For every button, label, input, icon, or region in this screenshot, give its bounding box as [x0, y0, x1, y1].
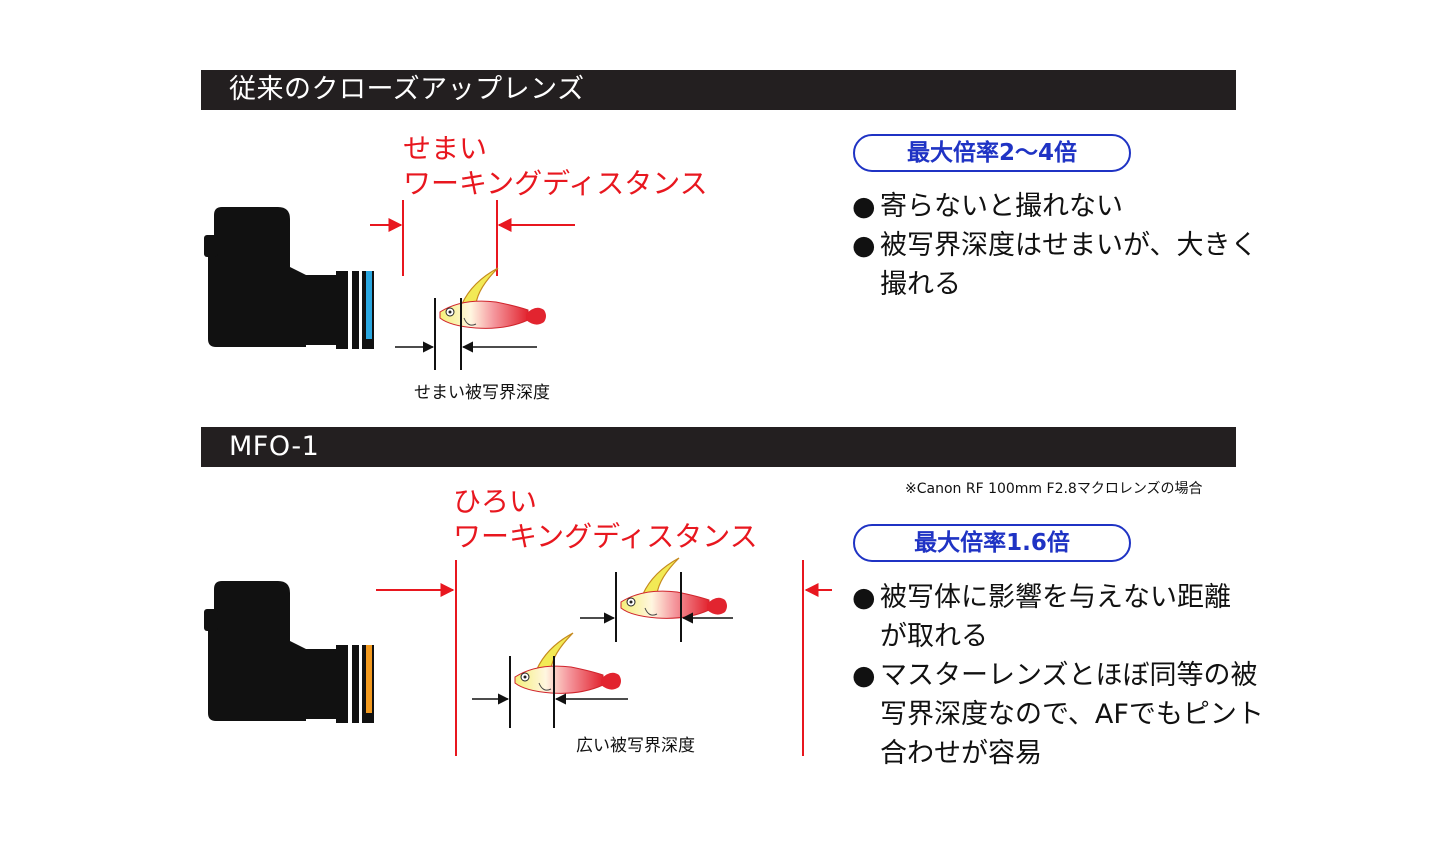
- section-2-bullet-list: ● 被写体に影響を与えない距離 が取れる ● マスターレンズとほぼ同等の被 写界…: [852, 578, 1264, 773]
- section-1-bullet-2: ● 被写界深度はせまいが、大きく 撮れる: [852, 226, 1257, 304]
- camera-icon-section-1: [204, 207, 374, 349]
- section-1-depth-caption: せまい被写界深度: [414, 383, 550, 403]
- section-2-bullet-1: ● 被写体に影響を与えない距離 が取れる: [852, 578, 1264, 656]
- section-2-distance-label: ひろい ワーキングディスタンス: [453, 484, 758, 554]
- bullet-marker: ●: [852, 660, 876, 691]
- fish-icon-section-2-upper: [620, 557, 728, 619]
- camera-icon-section-2: [204, 581, 374, 723]
- bullet-text: マスターレンズとほぼ同等の被 写界深度なので、AFでもピント 合わせが容易: [880, 660, 1264, 769]
- section-2-distance-label-line-1: ひろい: [453, 485, 538, 518]
- section-2-lens-band: [366, 645, 372, 713]
- bullet-marker: ●: [852, 582, 876, 613]
- section-1-distance-label: せまい ワーキングディスタンス: [403, 131, 708, 201]
- bullet-text: 被写界深度はせまいが、大きく 撮れる: [880, 230, 1258, 300]
- section-2-depth-caption: 広い被写界深度: [576, 736, 695, 756]
- fish-icon-section-2-lower: [514, 632, 622, 694]
- section-1-heading-bar: 従来のクローズアップレンズ: [201, 70, 1236, 110]
- bullet-text: 被写体に影響を与えない距離 が取れる: [880, 582, 1231, 652]
- section-1-distance-label-line-2: ワーキングディスタンス: [403, 167, 708, 200]
- bullet-text: 寄らないと撮れない: [880, 191, 1123, 222]
- section-1-bullet-list: ● 寄らないと撮れない ● 被写界深度はせまいが、大きく 撮れる: [852, 187, 1257, 304]
- bullet-marker: ●: [852, 230, 876, 261]
- section-1-magnification-text: 最大倍率2〜4倍: [906, 140, 1077, 166]
- section-1-lens-band: [366, 271, 372, 339]
- section-2-magnification-text: 最大倍率1.6倍: [914, 530, 1070, 556]
- section-2-heading: MFO-1: [229, 431, 320, 462]
- section-1-heading: 従来のクローズアップレンズ: [229, 74, 585, 105]
- section-1-distance-label-line-1: せまい: [403, 132, 488, 165]
- bullet-marker: ●: [852, 191, 876, 222]
- fish-icon-section-1: [439, 267, 547, 329]
- section-2-heading-bar: MFO-1: [201, 427, 1236, 467]
- section-1-bullet-1: ● 寄らないと撮れない: [852, 187, 1257, 226]
- section-2-distance-label-line-2: ワーキングディスタンス: [453, 520, 758, 553]
- section-2-magnification-badge: 最大倍率1.6倍: [853, 524, 1131, 562]
- section-1-magnification-badge: 最大倍率2〜4倍: [853, 134, 1131, 172]
- section-2-note: ※Canon RF 100mm F2.8マクロレンズの場合: [905, 481, 1203, 497]
- section-2-bullet-2: ● マスターレンズとほぼ同等の被 写界深度なので、AFでもピント 合わせが容易: [852, 656, 1264, 773]
